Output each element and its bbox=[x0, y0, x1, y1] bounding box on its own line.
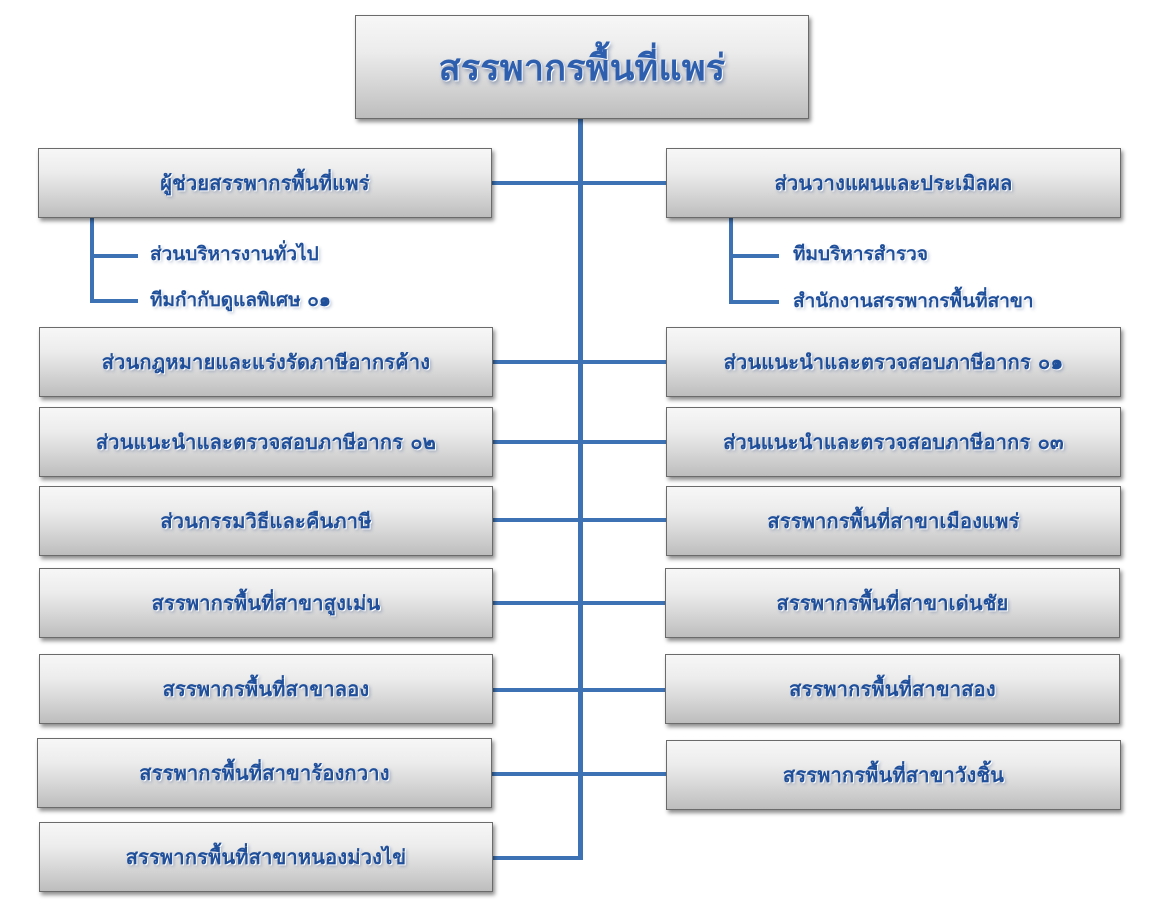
right-sub-item: สำนักงานสรรพากรพื้นที่สาขา bbox=[793, 290, 1034, 312]
connector-row-0 bbox=[491, 181, 666, 185]
left-node-label: สรรพากรพื้นที่สาขาสูงเม่น bbox=[151, 591, 381, 615]
right-sub-connector-0 bbox=[729, 254, 779, 258]
left-node-label: ส่วนแนะนำและตรวจสอบภาษีอากร ๐๒ bbox=[95, 430, 437, 454]
right-node-label: ส่วนแนะนำและตรวจสอบภาษีอากร ๐๑ bbox=[723, 350, 1064, 374]
left-sub-item: ทีมกำกับดูแลพิเศษ ๐๑ bbox=[150, 289, 331, 311]
left-node: ส่วนกฎหมายและแร่งรัดภาษีอากรค้าง bbox=[39, 327, 493, 397]
left-sub-vertical-line bbox=[90, 218, 94, 303]
left-sub-item: ส่วนบริหารงานทั่วไป bbox=[150, 243, 319, 265]
right-top-node: ส่วนวางแผนและประเมิลผล bbox=[666, 148, 1121, 218]
right-sub-item: ทีมบริหารสำรวจ bbox=[793, 243, 928, 265]
right-node: สรรพากรพื้นที่สาขาเมืองแพร่ bbox=[666, 486, 1121, 556]
right-top-label: ส่วนวางแผนและประเมิลผล bbox=[774, 171, 1013, 195]
left-node-label: ส่วนกฎหมายและแร่งรัดภาษีอากรค้าง bbox=[101, 350, 431, 374]
root-title: สรรพากรพื้นที่แพร่ bbox=[438, 46, 726, 89]
left-top-label: ผู้ช่วยสรรพากรพื้นที่แพร่ bbox=[160, 171, 370, 195]
right-node: สรรพากรพื้นที่สาขาวังชิ้น bbox=[666, 740, 1121, 810]
left-node-label: ส่วนกรรมวิธีและคืนภาษี bbox=[160, 509, 372, 533]
left-node-label: สรรพากรพื้นที่สาขาหนองม่วงไข่ bbox=[125, 845, 407, 869]
connector-row-6 bbox=[492, 772, 666, 776]
right-node-label: สรรพากรพื้นที่สาขาสอง bbox=[789, 677, 996, 701]
connector-row-5 bbox=[493, 688, 665, 692]
right-node: ส่วนแนะนำและตรวจสอบภาษีอากร ๐๓ bbox=[666, 407, 1121, 477]
connector-row-7 bbox=[492, 856, 583, 860]
right-node: สรรพากรพื้นที่สาขาสอง bbox=[665, 654, 1120, 724]
left-node: ส่วนกรรมวิธีและคืนภาษี bbox=[39, 486, 493, 556]
connector-row-1 bbox=[493, 360, 666, 364]
main-trunk-line bbox=[578, 118, 583, 860]
connector-row-2 bbox=[493, 440, 666, 444]
left-node: สรรพากรพื้นที่สาขาสูงเม่น bbox=[39, 568, 493, 638]
left-node: ส่วนแนะนำและตรวจสอบภาษีอากร ๐๒ bbox=[39, 407, 493, 477]
left-node: สรรพากรพื้นที่สาขาหนองม่วงไข่ bbox=[39, 822, 493, 892]
right-sub-vertical-line bbox=[729, 218, 733, 304]
left-sub-connector-1 bbox=[90, 299, 138, 303]
right-node-label: สรรพากรพื้นที่สาขาวังชิ้น bbox=[782, 763, 1005, 787]
right-node-label: ส่วนแนะนำและตรวจสอบภาษีอากร ๐๓ bbox=[723, 430, 1064, 454]
root-node: สรรพากรพื้นที่แพร่ bbox=[355, 15, 809, 119]
connector-row-4 bbox=[493, 601, 665, 605]
left-node-label: สรรพากรพื้นที่สาขาร้องกวาง bbox=[139, 761, 390, 785]
left-node: สรรพากรพื้นที่สาขาร้องกวาง bbox=[37, 738, 492, 808]
left-node-label: สรรพากรพื้นที่สาขาลอง bbox=[162, 677, 370, 701]
left-node: สรรพากรพื้นที่สาขาลอง bbox=[39, 654, 493, 724]
right-node: ส่วนแนะนำและตรวจสอบภาษีอากร ๐๑ bbox=[666, 327, 1121, 397]
connector-row-3 bbox=[493, 518, 666, 522]
right-node-label: สรรพากรพื้นที่สาขาเมืองแพร่ bbox=[767, 509, 1020, 533]
left-sub-connector-0 bbox=[90, 254, 138, 258]
right-sub-connector-1 bbox=[729, 300, 779, 304]
left-top-node: ผู้ช่วยสรรพากรพื้นที่แพร่ bbox=[38, 148, 492, 218]
right-node: สรรพากรพื้นที่สาขาเด่นชัย bbox=[665, 568, 1120, 638]
right-node-label: สรรพากรพื้นที่สาขาเด่นชัย bbox=[776, 591, 1009, 615]
